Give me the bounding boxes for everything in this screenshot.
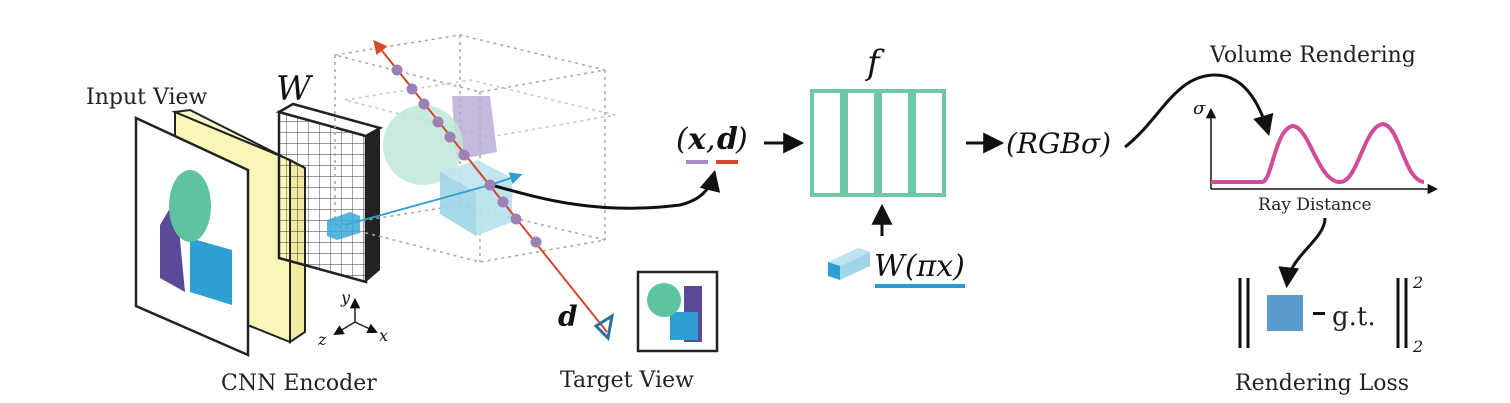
loss-exponent: 2 — [1412, 273, 1423, 292]
network-label: f — [864, 43, 885, 83]
output-tuple-label: (RGBσ) — [1006, 127, 1111, 160]
tuple-comma: , — [706, 122, 716, 157]
ray-sample-point — [458, 149, 470, 161]
target-blue-square — [670, 312, 698, 340]
scene-teal-sphere — [383, 105, 463, 185]
input-purple-triangle — [160, 198, 185, 292]
cnn-encoder-label: CNN Encoder — [221, 371, 377, 396]
ray-sample-point — [444, 131, 456, 143]
ray-sample-point — [391, 64, 403, 76]
input-teal-ellipse — [169, 170, 211, 242]
scene-purple-prism — [452, 96, 497, 160]
target-view-image — [636, 270, 719, 353]
feature-grid-volume — [275, 102, 384, 284]
loss-subscript: 2 — [1412, 337, 1423, 356]
sigma-axis-label: σ — [1193, 98, 1206, 119]
feature-underline — [875, 284, 965, 288]
mlp-layer — [878, 89, 912, 197]
minus-sign — [1313, 312, 1325, 315]
axis-x-label: x — [379, 326, 388, 345]
tuple-x: x — [687, 122, 707, 157]
ray-sample-point — [510, 213, 522, 225]
target-view-label: Target View — [560, 368, 694, 393]
d-underline — [716, 160, 738, 164]
scene-blue-cube-side — [476, 178, 512, 236]
density-plot: σ — [1193, 98, 1439, 195]
axis-y-label: y — [340, 288, 351, 307]
ray-sample-point — [418, 98, 430, 110]
projected-feature-cube — [327, 212, 360, 240]
ray-sample-point — [406, 83, 418, 95]
tuple-d: d — [717, 122, 738, 157]
feature-grid-label: W — [276, 69, 314, 109]
rendering-loss-label: Rendering Loss — [1235, 371, 1409, 396]
mlp-layer — [912, 89, 946, 197]
tuple-open-paren: ( — [676, 122, 689, 157]
feature-cube-icon — [828, 248, 870, 280]
rendered-pixel-square — [1267, 295, 1303, 331]
input-blue-square — [190, 238, 232, 305]
output-to-rendering-arrow — [1124, 73, 1274, 149]
mlp-layer — [844, 89, 878, 197]
loss-norm: g.t. 2 2 — [1238, 273, 1423, 356]
scene-blue-cube-front — [440, 172, 476, 236]
camera-icon — [593, 312, 615, 342]
camera-ray — [373, 39, 615, 342]
rendering-to-loss-arrow — [1278, 217, 1327, 289]
volume-rendering-label: Volume Rendering — [1209, 43, 1416, 68]
query-arrow — [494, 169, 721, 210]
density-curve — [1211, 121, 1425, 185]
ray-distance-label: Ray Distance — [1258, 195, 1372, 215]
ray-sample-point — [484, 179, 496, 191]
input-view-image — [134, 116, 250, 357]
input-view-label: Input View — [86, 85, 208, 110]
mlp-layer — [810, 89, 844, 197]
coordinate-axes: y x z — [317, 288, 388, 349]
input-tuple: ( x , d ) — [676, 122, 748, 164]
target-teal-circle — [647, 283, 681, 317]
mlp-network — [810, 89, 946, 197]
ray-sample-point — [530, 236, 542, 248]
ground-truth-label: g.t. — [1332, 302, 1376, 332]
ray-sample-point — [497, 196, 509, 208]
ray-direction-label: d — [558, 300, 578, 333]
axis-z-label: z — [317, 330, 327, 349]
x-underline — [686, 160, 708, 164]
feature-lookup-label: W(πx) — [874, 249, 965, 284]
tuple-close-paren: ) — [735, 122, 748, 157]
scene-objects — [383, 96, 512, 236]
ray-sample-point — [432, 116, 444, 128]
